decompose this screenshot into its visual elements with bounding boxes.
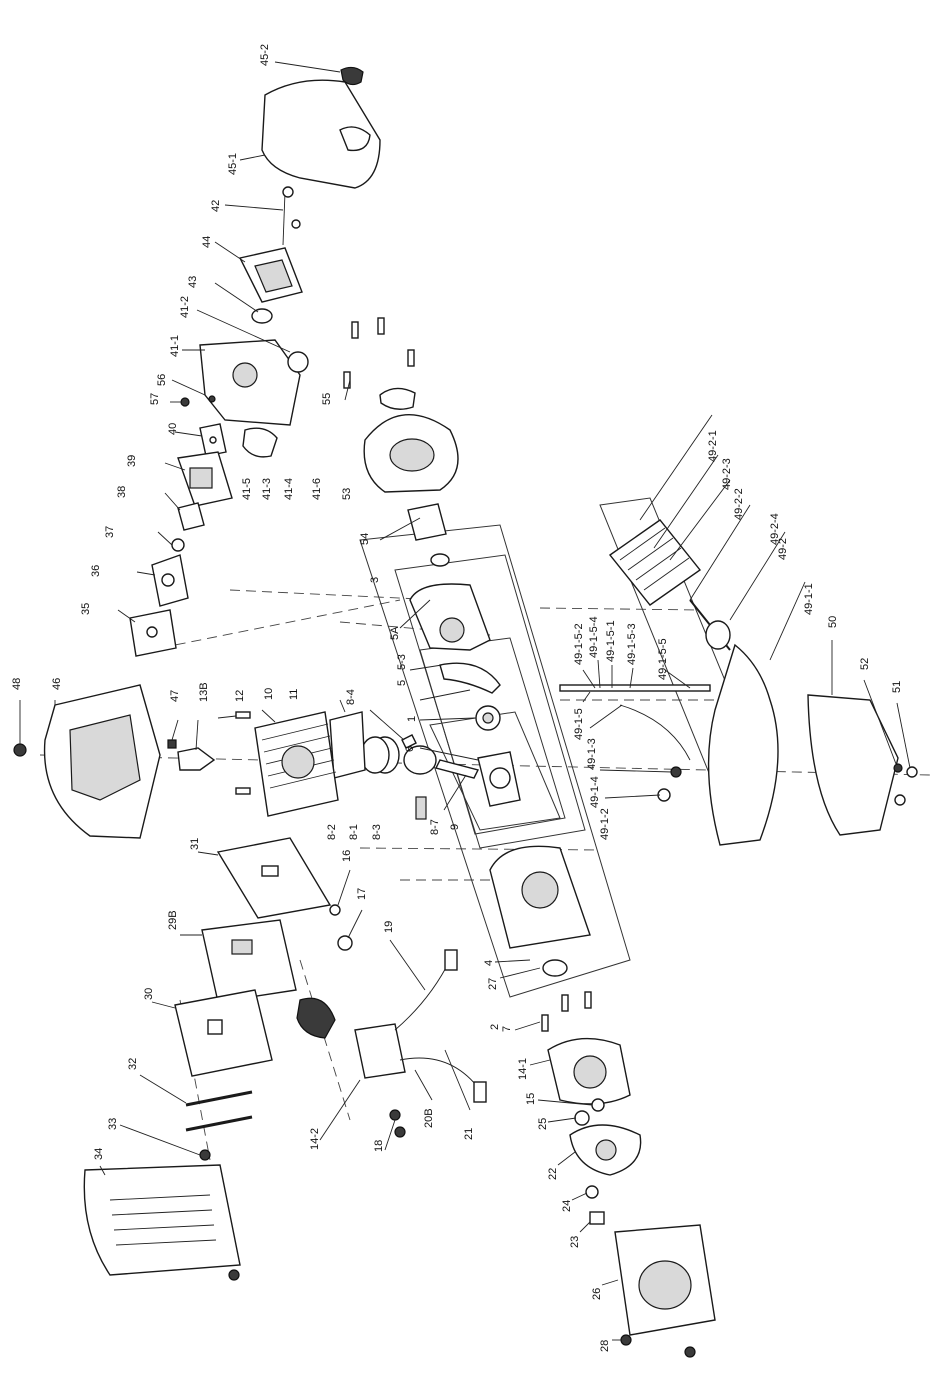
callout-16: 16 [341,850,353,862]
callout-51: 51 [891,681,903,693]
callout-leaders [19,61,911,1341]
callout-49-2: 49-2 [777,538,789,560]
callout-49-2-1: 49-2-1 [707,430,719,462]
callout-25: 25 [537,1118,549,1130]
part-shapes [13,66,918,1358]
clutch-drum-fins [619,527,690,591]
callout-30: 30 [143,988,155,1000]
callout-37: 37 [104,526,116,538]
callout-8-4: 8-4 [345,689,357,705]
callout-22: 22 [547,1168,559,1180]
callout-49-2-2: 49-2-2 [733,488,745,520]
callout-5-3: 5-3 [396,654,408,670]
callout-46: 46 [51,678,63,690]
callout-49-1-5-4: 49-1-5-4 [588,616,600,658]
callout-52: 52 [859,658,871,670]
callout-38: 38 [116,486,128,498]
callout-19: 19 [383,921,395,933]
callout-44: 44 [201,236,213,248]
callout-8-7: 8-7 [429,819,441,835]
callout-labels: 45-2 45-1 42 44 43 41-2 41-1 56 57 40 39… [11,44,903,1352]
callout-47: 47 [169,690,181,702]
callout-41-2: 41-2 [179,296,191,318]
callout-50: 50 [827,616,839,628]
callout-55: 55 [321,393,333,405]
callout-49-1-3: 49-1-3 [586,738,598,770]
callout-1: 1 [406,716,418,722]
callout-49-2-4: 49-2-4 [769,513,781,545]
callout-41-4: 41-4 [283,478,295,500]
callout-42: 42 [210,200,222,212]
callout-27: 27 [487,978,499,990]
callout-49-1-5: 49-1-5 [573,708,585,740]
callout-32: 32 [127,1058,139,1070]
callout-56: 56 [156,374,168,386]
callout-49-2-3: 49-2-3 [721,458,733,490]
callout-54: 54 [359,533,371,545]
callout-8-3: 8-3 [371,824,383,840]
callout-41-5: 41-5 [241,478,253,500]
callout-49-1-4: 49-1-4 [589,776,601,808]
callout-5: 5 [396,680,408,686]
callout-7: 7 [501,1026,513,1032]
callout-33: 33 [107,1118,119,1130]
callout-40: 40 [167,423,179,435]
callout-4: 4 [483,960,495,966]
callout-41-1: 41-1 [169,335,181,357]
callout-15: 15 [525,1093,537,1105]
callout-24: 24 [561,1200,573,1212]
starter-screws [343,317,415,389]
callout-49-1-5-5: 49-1-5-5 [657,638,669,680]
callout-11: 11 [288,689,300,700]
callout-34: 34 [93,1148,105,1160]
callout-17: 17 [356,888,368,900]
callout-29B: 29B [167,910,179,930]
callout-43: 43 [187,276,199,288]
callout-49-1-1: 49-1-1 [803,583,815,615]
callout-26: 26 [591,1288,603,1300]
callout-53: 53 [341,488,353,500]
callout-3: 3 [369,577,381,583]
callout-28: 28 [599,1340,611,1352]
callout-12: 12 [234,690,246,702]
callout-8-1: 8-1 [348,824,360,840]
callout-13B: 13B [198,682,210,702]
callout-14-2: 14-2 [309,1128,321,1150]
guard-vents [109,1194,217,1246]
callout-45-2: 45-2 [259,44,271,66]
callout-21: 21 [463,1128,475,1140]
callout-49-1-5-1: 49-1-5-1 [605,620,617,662]
callout-45-1: 45-1 [227,153,239,175]
callout-18: 18 [373,1140,385,1152]
callout-41-6: 41-6 [311,478,323,500]
callout-35: 35 [80,603,92,615]
callout-5A: 5A [389,626,401,640]
callout-41-3: 41-3 [261,478,273,500]
callout-57: 57 [149,393,161,405]
callout-20B: 20B [423,1108,435,1128]
callout-49-1-5-3: 49-1-5-3 [626,623,638,665]
callout-39: 39 [126,455,138,467]
callout-8-2: 8-2 [326,824,338,840]
callout-36: 36 [90,565,102,577]
callout-9: 9 [449,824,461,830]
callout-2: 2 [489,1024,501,1030]
callout-31: 31 [189,838,201,850]
callout-49-1-5-2: 49-1-5-2 [573,623,585,665]
callout-49-1-2: 49-1-2 [599,808,611,840]
callout-6: 6 [404,746,416,752]
callout-48: 48 [11,678,23,690]
callout-14-1: 14-1 [517,1058,529,1080]
callout-10: 10 [263,688,275,700]
callout-23: 23 [569,1236,581,1248]
